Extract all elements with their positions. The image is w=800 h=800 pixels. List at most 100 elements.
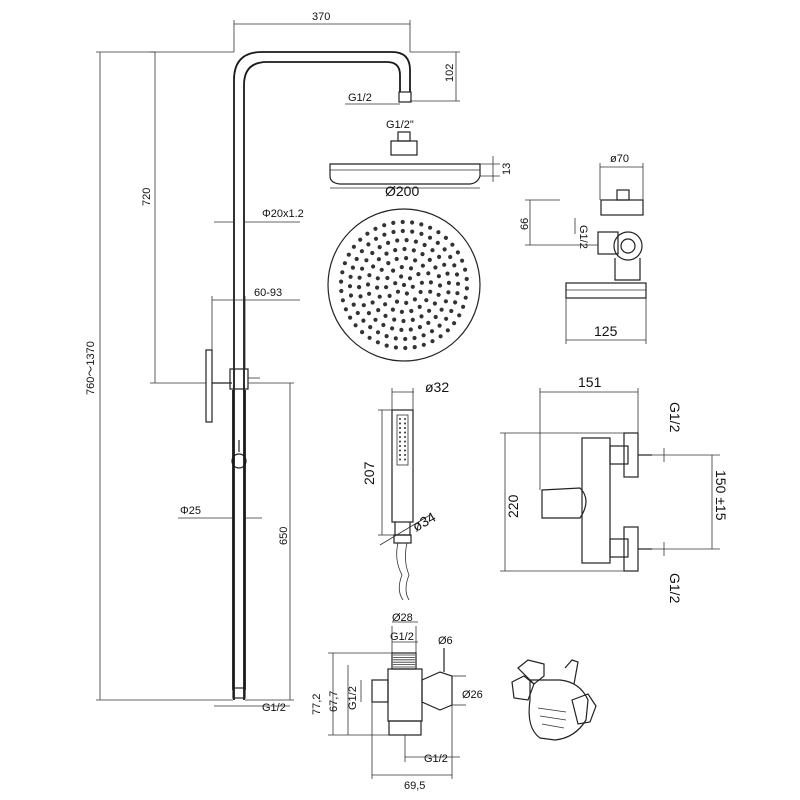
nozzle-dot [382, 232, 387, 237]
nozzle-dot [419, 231, 424, 236]
nozzle-dot [361, 318, 366, 323]
nozzle-dot [381, 322, 386, 328]
dim-holder-height: 66 [519, 218, 531, 230]
dim-bracket-range: 60-93 [254, 287, 282, 299]
nozzle-dot [442, 247, 447, 252]
head-nozzles [339, 219, 469, 351]
nozzle-dot [342, 261, 347, 266]
nozzle-dot [410, 220, 415, 225]
nozzle-dot [393, 248, 398, 253]
nozzle-dot [383, 313, 388, 318]
nozzle-dot [393, 281, 398, 286]
nozzle-dot [421, 333, 426, 338]
nozzle-dot [403, 345, 408, 351]
nozzle-dot [417, 304, 422, 309]
nozzle-dot [346, 252, 351, 257]
handset-spray-dot [399, 418, 401, 420]
handset-spray-dot [404, 422, 406, 425]
nozzle-dot [432, 301, 437, 306]
nozzle-dot [340, 298, 345, 303]
nozzle-dot [373, 317, 378, 322]
dim-handset-length: 207 [361, 461, 377, 485]
nozzle-dot [412, 345, 417, 350]
nozzle-dot [428, 225, 433, 230]
dim-holder-depth: 125 [594, 323, 618, 339]
nozzle-dot [367, 291, 372, 296]
dim-diverter-width: 69,5 [404, 780, 425, 792]
nozzle-dot [393, 345, 398, 350]
nozzle-dot [386, 261, 391, 266]
dim-diverter-body: Ø26 [462, 689, 483, 701]
nozzle-dot [437, 323, 442, 328]
nozzle-dot [461, 304, 466, 309]
nozzle-dot [390, 307, 395, 312]
handset-spray-dot [399, 454, 401, 456]
nozzle-dot [413, 239, 418, 244]
nozzle-dot [410, 229, 415, 234]
nozzle-dot [443, 235, 448, 240]
nozzle-dot [371, 264, 376, 269]
nozzle-dot [412, 297, 417, 302]
nozzle-dot [376, 257, 381, 262]
dim-mixer-height: 220 [505, 494, 521, 518]
nozzle-dot [437, 254, 442, 259]
nozzle-dot [464, 276, 469, 282]
dim-diverter-h1: 77,2 [311, 694, 323, 715]
nozzle-dot [428, 289, 433, 294]
nozzle-dot [370, 300, 375, 305]
dim-mixer-centres: 150 ±15 [713, 470, 729, 521]
nozzle-dot [368, 325, 373, 330]
nozzle-dot [384, 343, 389, 348]
dim-rail-width: 370 [312, 11, 330, 23]
nozzle-dot [399, 265, 404, 270]
nozzle-dot [366, 311, 371, 316]
dim-diverter-top: Ø28 [392, 612, 413, 624]
nozzle-dot [384, 251, 389, 256]
handset-spray-dot [399, 427, 401, 429]
handset-spray-dot [399, 422, 401, 425]
nozzle-dot [375, 340, 380, 345]
nozzle-dot [404, 238, 409, 243]
nozzle-dot [400, 219, 405, 225]
nozzle-dot [357, 285, 362, 290]
nozzle-dot [450, 242, 455, 247]
shower-head-front [327, 208, 481, 362]
nozzle-dot [347, 284, 353, 289]
nozzle-dot [442, 262, 447, 267]
dim-diverter-h2: 67,7 [328, 691, 340, 712]
nozzle-dot [370, 250, 375, 256]
nozzle-dot [419, 222, 424, 227]
nozzle-dot [464, 286, 469, 291]
nozzle-dot [361, 303, 366, 308]
nozzle-dot [427, 235, 433, 240]
label-diverter-top-thread: G1/2 [390, 631, 414, 643]
dim-handset-neck: ø34 [410, 509, 439, 535]
nozzle-dot [353, 323, 358, 328]
nozzle-dot [413, 258, 418, 263]
nozzle-dot [436, 292, 441, 297]
nozzle-dot [382, 223, 387, 228]
nozzle-dot [449, 308, 454, 314]
nozzle-dot [339, 279, 344, 284]
nozzle-dot [390, 326, 395, 331]
handset-spray-dot [404, 440, 406, 443]
nozzle-dot [365, 282, 371, 287]
nozzle-dot [404, 291, 409, 296]
nozzle-dot [446, 280, 451, 285]
handset-spray-dot [399, 458, 401, 461]
nozzle-dot [420, 252, 425, 257]
nozzle-dot [403, 336, 408, 342]
nozzle-dot [379, 267, 384, 272]
nozzle-dot [394, 299, 400, 304]
nozzle-dot [384, 285, 389, 290]
nozzle-dot [463, 267, 468, 272]
diverter-3d-view [511, 659, 597, 741]
nozzle-dot [453, 300, 458, 305]
nozzle-dot [420, 263, 425, 268]
dim-tube: Φ20x1.2 [262, 208, 304, 220]
nozzle-dot [373, 226, 378, 231]
nozzle-dot [416, 272, 421, 277]
nozzle-dot [419, 280, 424, 285]
nozzle-dot [343, 307, 348, 312]
nozzle-dot [358, 294, 363, 299]
